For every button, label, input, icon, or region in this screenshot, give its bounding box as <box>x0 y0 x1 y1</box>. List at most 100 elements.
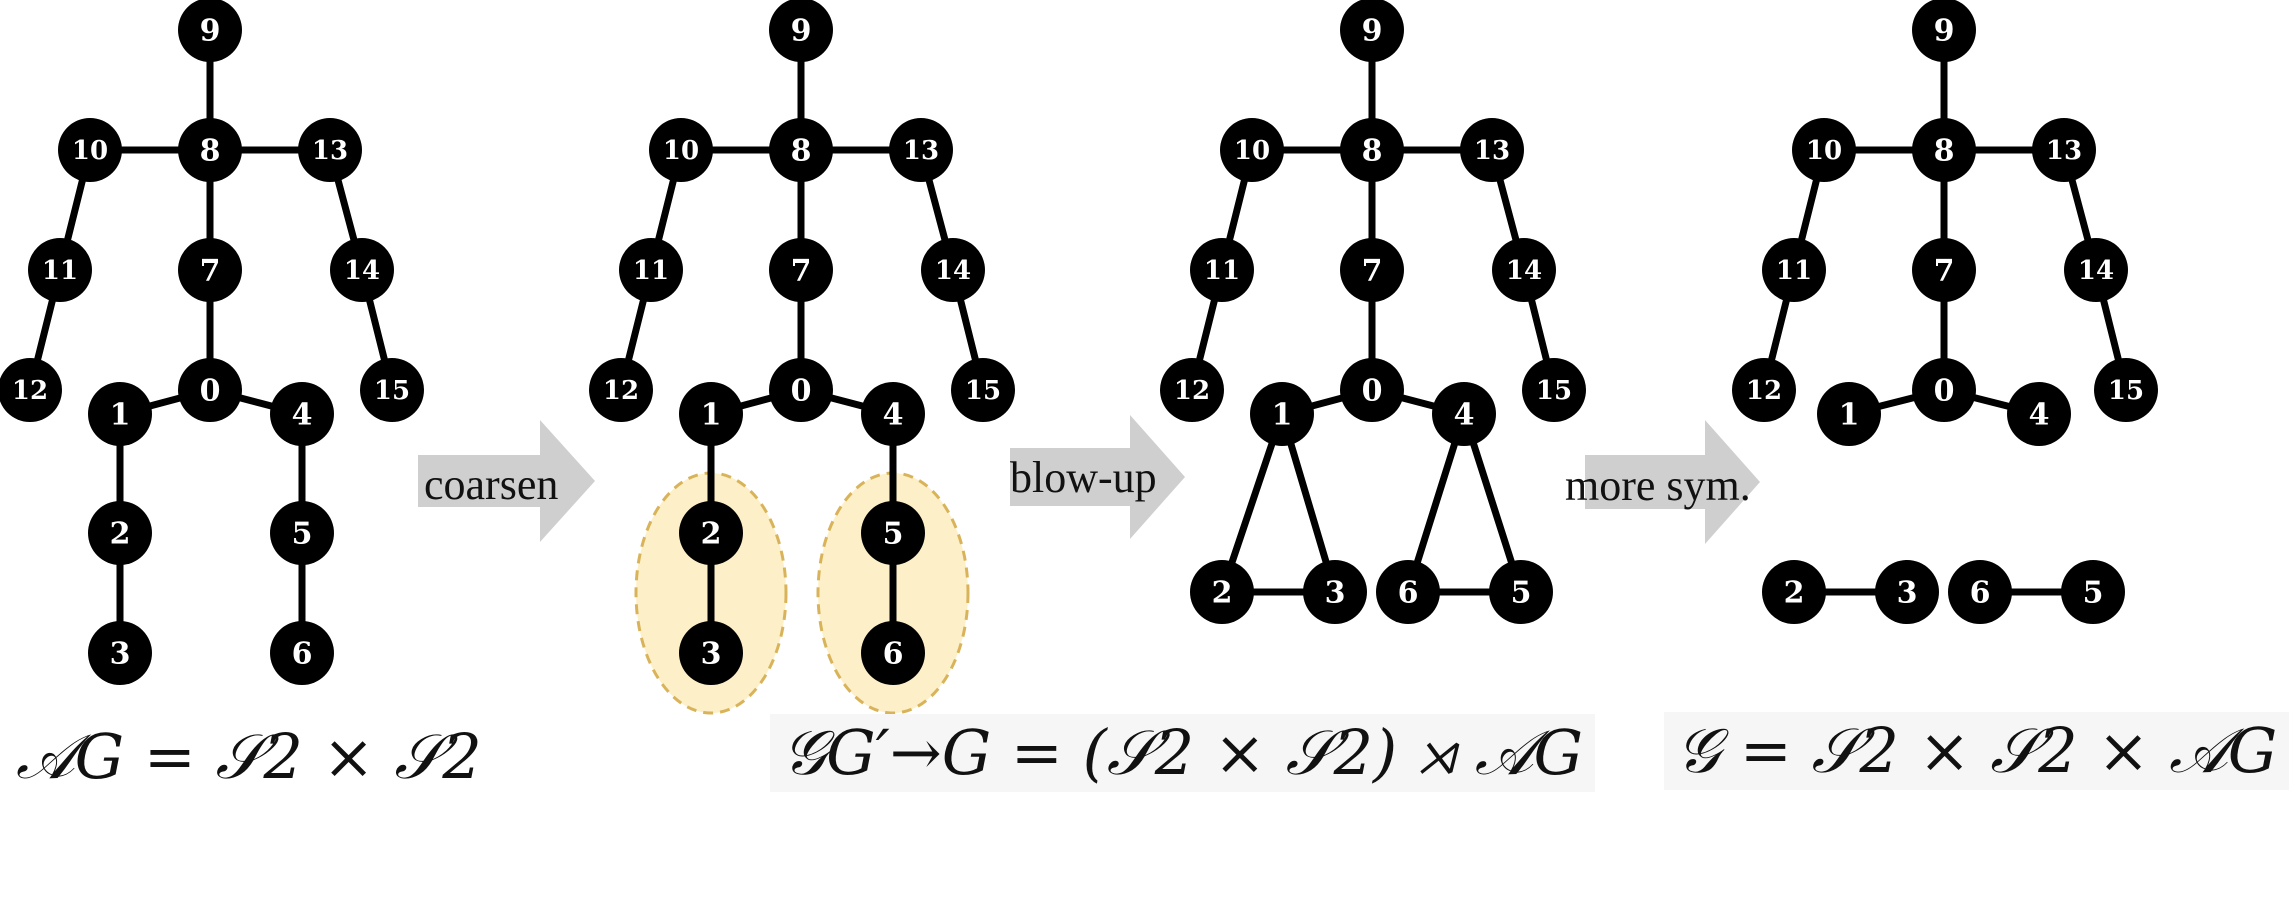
coarsened-skeleton-node-7: 7 <box>769 238 833 302</box>
blown-up-skeleton-node-label-11: 11 <box>1204 256 1240 286</box>
more-symmetric-skeleton-node-4: 4 <box>2007 382 2071 446</box>
coarsened-skeleton-node-0: 0 <box>769 358 833 422</box>
blown-up-skeleton-node-label-8: 8 <box>1362 134 1383 169</box>
blowup-label: blow-up <box>1010 453 1157 502</box>
blown-up-skeleton-node-1: 1 <box>1250 382 1314 446</box>
original-skeleton-node-label-14: 14 <box>344 256 380 286</box>
blown-up-skeleton-node-label-3: 3 <box>1325 576 1346 611</box>
original-skeleton-node-label-9: 9 <box>200 14 221 49</box>
more-symmetric-skeleton-node-10: 10 <box>1792 118 1856 182</box>
original-skeleton-node-circle-0 <box>178 358 242 422</box>
blown-up-skeleton-node-circle-1 <box>1250 382 1314 446</box>
original-skeleton-node-10: 10 <box>58 118 122 182</box>
blown-up-skeleton-node-3: 3 <box>1303 560 1367 624</box>
more-symmetric-skeleton-node-label-11: 11 <box>1776 256 1812 286</box>
more-symmetric-skeleton-node-label-14: 14 <box>2078 256 2114 286</box>
more-sym-label: more sym. <box>1565 461 1751 510</box>
formula-blowup-group: 𝒢G′→G = (𝒮2 × 𝒮2) ⋊ 𝒜G <box>770 714 1595 792</box>
formula-full-symmetry-group: 𝒢 = 𝒮2 × 𝒮2 × 𝒜G <box>1664 712 2289 790</box>
blown-up-skeleton-node-label-10: 10 <box>1234 136 1270 166</box>
coarsened-skeleton-node-label-12: 12 <box>603 376 639 406</box>
blown-up-skeleton-node-circle-3 <box>1303 560 1367 624</box>
blown-up-skeleton-node-circle-13 <box>1460 118 1524 182</box>
blown-up-skeleton-node-14: 14 <box>1492 238 1556 302</box>
original-skeleton-node-label-5: 5 <box>292 517 313 552</box>
more-symmetric-skeleton-node-0: 0 <box>1912 358 1976 422</box>
blown-up-skeleton-node-8: 8 <box>1340 118 1404 182</box>
coarsened-skeleton-node-4: 4 <box>861 382 925 446</box>
blowup-arrow: blow-up <box>1010 415 1185 539</box>
coarsened-skeleton-node-circle-8 <box>769 118 833 182</box>
more-symmetric-skeleton-node-3: 3 <box>1875 560 1939 624</box>
blown-up-skeleton-node-label-15: 15 <box>1536 376 1572 406</box>
blown-up-skeleton-node-label-2: 2 <box>1212 576 1233 611</box>
blown-up-skeleton-node-13: 13 <box>1460 118 1524 182</box>
coarsened-skeleton-node-circle-2 <box>679 501 743 565</box>
more-symmetric-skeleton-node-circle-4 <box>2007 382 2071 446</box>
blown-up-skeleton-node-9: 9 <box>1340 0 1404 62</box>
original-skeleton-node-9: 9 <box>178 0 242 62</box>
original-skeleton-node-0: 0 <box>178 358 242 422</box>
blown-up-skeleton-node-label-5: 5 <box>1511 576 1532 611</box>
blown-up-skeleton-node-circle-10 <box>1220 118 1284 182</box>
more-symmetric-skeleton-node-circle-3 <box>1875 560 1939 624</box>
original-skeleton-node-circle-14 <box>330 238 394 302</box>
coarsened-skeleton-node-circle-11 <box>619 238 683 302</box>
coarsened-skeleton-node-label-6: 6 <box>883 637 904 672</box>
coarsened-skeleton-node-15: 15 <box>951 358 1015 422</box>
original-skeleton-node-label-7: 7 <box>200 254 221 289</box>
more-symmetric-skeleton-node-circle-0 <box>1912 358 1976 422</box>
more-symmetric-skeleton-node-label-0: 0 <box>1934 374 1955 409</box>
blown-up-skeleton-node-0: 0 <box>1340 358 1404 422</box>
blown-up-skeleton-node-2: 2 <box>1190 560 1254 624</box>
more-symmetric-skeleton-node-label-3: 3 <box>1897 576 1918 611</box>
more-symmetric-skeleton-node-circle-15 <box>2094 358 2158 422</box>
more-symmetric-skeleton-node-7: 7 <box>1912 238 1976 302</box>
blown-up-skeleton-node-6: 6 <box>1376 560 1440 624</box>
more-symmetric-skeleton-node-circle-7 <box>1912 238 1976 302</box>
coarsened-skeleton-node-10: 10 <box>649 118 713 182</box>
original-skeleton-node-circle-6 <box>270 621 334 685</box>
coarsened-skeleton-node-label-2: 2 <box>701 517 722 552</box>
original-skeleton-node-circle-1 <box>88 382 152 446</box>
original-skeleton-node-label-10: 10 <box>72 136 108 166</box>
more-symmetric-skeleton-node-circle-2 <box>1762 560 1826 624</box>
coarsened-skeleton-node-label-11: 11 <box>633 256 669 286</box>
coarsened-skeleton-node-circle-1 <box>679 382 743 446</box>
coarsened-skeleton-node-circle-3 <box>679 621 743 685</box>
blown-up-skeleton-node-label-12: 12 <box>1174 376 1210 406</box>
blown-up-skeleton-node-circle-12 <box>1160 358 1224 422</box>
coarsened-skeleton-node-label-1: 1 <box>701 398 722 433</box>
original-skeleton-node-circle-2 <box>88 501 152 565</box>
more-symmetric-skeleton-node-8: 8 <box>1912 118 1976 182</box>
original-skeleton-node-circle-8 <box>178 118 242 182</box>
coarsen-label: coarsen <box>424 460 558 509</box>
blown-up-skeleton-node-15: 15 <box>1522 358 1586 422</box>
more-symmetric-skeleton-node-label-13: 13 <box>2046 136 2082 166</box>
original-skeleton-node-12: 12 <box>0 358 62 422</box>
more-symmetric-skeleton-node-label-12: 12 <box>1746 376 1782 406</box>
coarsened-skeleton-node-label-9: 9 <box>791 14 812 49</box>
original-skeleton-node-label-0: 0 <box>200 374 221 409</box>
blown-up-skeleton-node-circle-15 <box>1522 358 1586 422</box>
original-skeleton-node-4: 4 <box>270 382 334 446</box>
more-symmetric-skeleton-node-15: 15 <box>2094 358 2158 422</box>
original-skeleton-node-13: 13 <box>298 118 362 182</box>
coarsened-skeleton-node-1: 1 <box>679 382 743 446</box>
original-skeleton-node-label-4: 4 <box>292 398 313 433</box>
original-skeleton-node-label-12: 12 <box>12 376 48 406</box>
blowup-arrow-shape <box>1010 415 1185 539</box>
coarsened-skeleton-node-14: 14 <box>921 238 985 302</box>
blown-up-skeleton-node-circle-5 <box>1489 560 1553 624</box>
blown-up-skeleton-node-circle-14 <box>1492 238 1556 302</box>
coarsened-skeleton-node-12: 12 <box>589 358 653 422</box>
original-skeleton-node-11: 11 <box>28 238 92 302</box>
original-skeleton-node-1: 1 <box>88 382 152 446</box>
blown-up-skeleton-node-5: 5 <box>1489 560 1553 624</box>
more-symmetric-skeleton-node-14: 14 <box>2064 238 2128 302</box>
coarsened-skeleton-node-label-5: 5 <box>883 517 904 552</box>
more-symmetric-skeleton-node-9: 9 <box>1912 0 1976 62</box>
coarsened-skeleton-node-circle-5 <box>861 501 925 565</box>
coarsened-skeleton-node-2: 2 <box>679 501 743 565</box>
